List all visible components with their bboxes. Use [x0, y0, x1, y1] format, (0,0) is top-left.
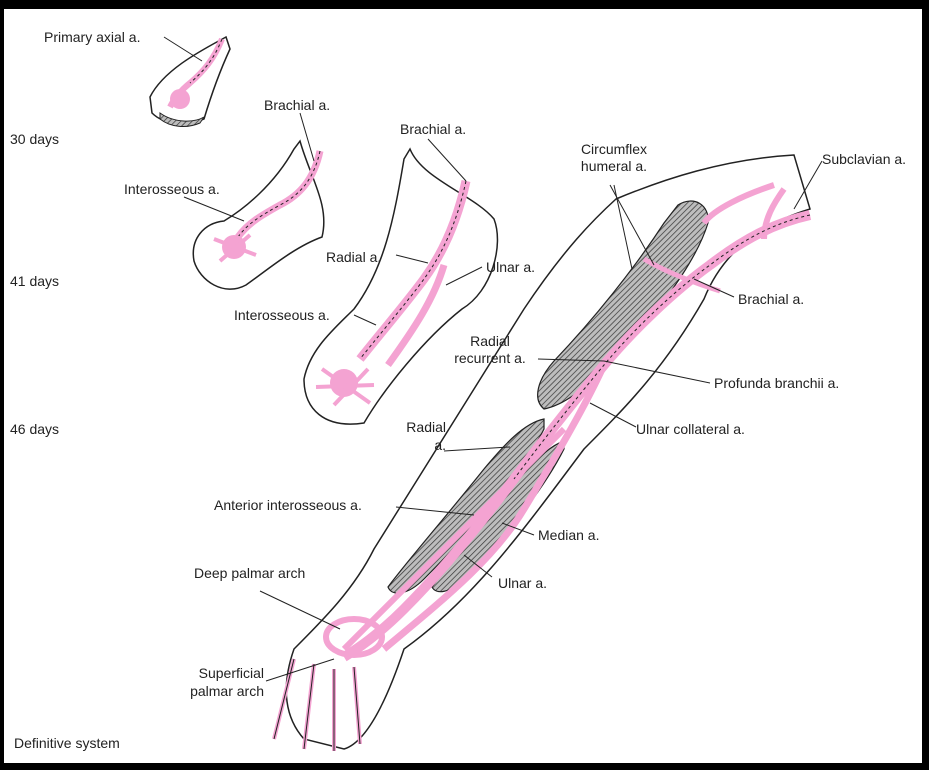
label-circumflex-humeral-line2: humeral a. [564, 158, 664, 174]
label-radial-artery-definitive-line1: Radial [384, 419, 446, 435]
label-superficial-palmar-arch-line1: Superficial [174, 665, 264, 681]
label-interosseous-artery-41: Interosseous a. [124, 181, 220, 197]
limb-bud-30-days [150, 37, 230, 126]
label-anterior-interosseous-artery: Anterior interosseous a. [214, 497, 362, 513]
label-interosseous-artery-46: Interosseous a. [234, 307, 330, 323]
label-brachial-artery-46: Brachial a. [400, 121, 466, 137]
stage-label-definitive: Definitive system [14, 735, 120, 751]
label-ulnar-collateral-artery: Ulnar collateral a. [636, 421, 745, 437]
label-deep-palmar-arch: Deep palmar arch [194, 565, 305, 581]
stage-label-41-days: 41 days [10, 273, 59, 289]
label-ulnar-artery-definitive: Ulnar a. [498, 575, 547, 591]
label-radial-recurrent-line2: recurrent a. [440, 350, 540, 366]
label-superficial-palmar-arch-line2: palmar arch [174, 683, 264, 699]
stage-label-30-days: 30 days [10, 131, 59, 147]
label-brachial-artery-41: Brachial a. [264, 97, 330, 113]
label-brachial-artery-definitive: Brachial a. [738, 291, 804, 307]
label-primary-axial-artery: Primary axial a. [44, 29, 140, 45]
definitive-arm [274, 155, 810, 751]
stage-label-46-days: 46 days [10, 421, 59, 437]
limb-46-days [304, 149, 497, 424]
label-radial-artery-definitive-line2: a. [384, 437, 446, 453]
label-ulnar-artery-46: Ulnar a. [486, 259, 535, 275]
label-circumflex-humeral-line1: Circumflex [564, 141, 664, 157]
limb-41-days [193, 141, 324, 289]
label-profunda-branchii-artery: Profunda branchii a. [714, 375, 839, 391]
label-radial-recurrent-line1: Radial [440, 333, 540, 349]
figure-frame: 30 days 41 days 46 days Definitive syste… [4, 9, 922, 763]
label-median-artery: Median a. [538, 527, 599, 543]
label-subclavian-artery: Subclavian a. [822, 151, 906, 167]
label-radial-artery-46: Radial a. [326, 249, 381, 265]
